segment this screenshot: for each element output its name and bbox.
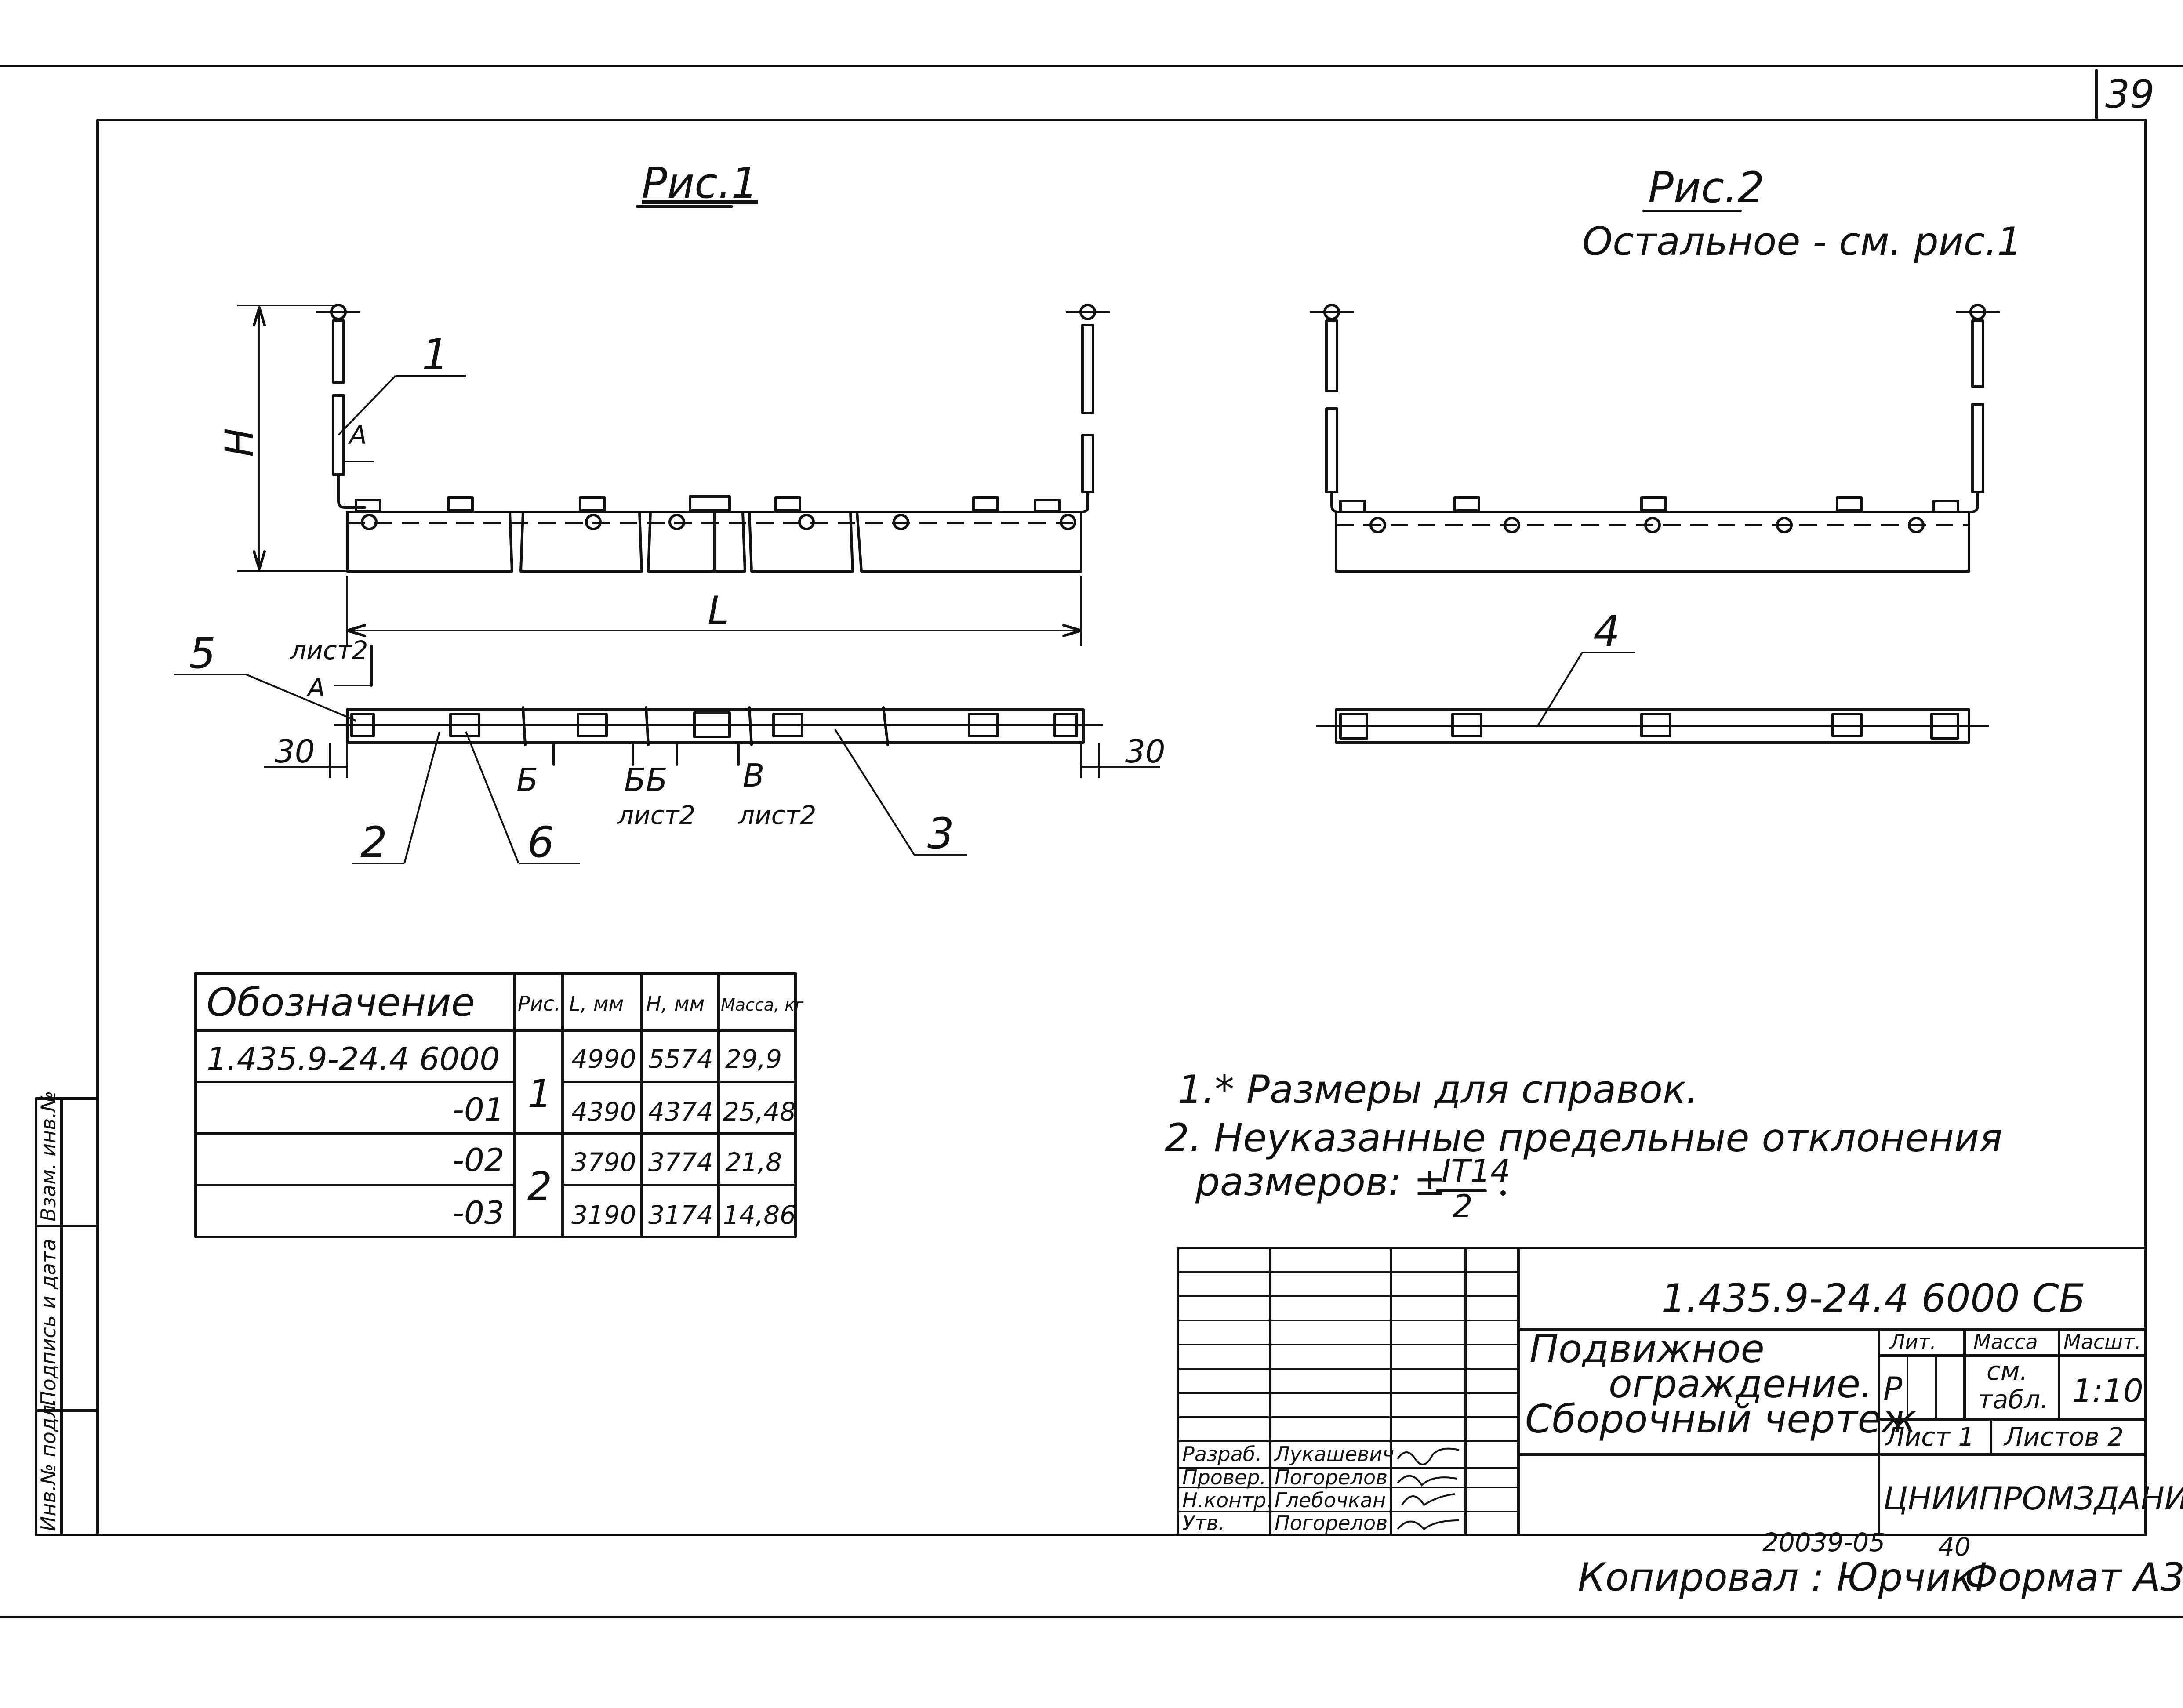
- row1-l: 4990: [571, 1044, 636, 1074]
- role-4: Утв.: [1182, 1511, 1225, 1535]
- row4-designation: -03: [453, 1194, 505, 1231]
- footer-order: 20039-05: [1762, 1527, 1885, 1557]
- side-stamp: Взам. инв.№ Подпись и дата Инв.№ подл.: [35, 1091, 99, 1536]
- row1-fig: 1: [527, 1071, 552, 1117]
- note-2: 2. Неуказанные предельные отклонения: [1165, 1115, 2002, 1160]
- spec-table: Обозначение Рис. L, мм H, мм Масса, кг 1…: [194, 972, 804, 1238]
- callout-5: 5: [189, 629, 216, 678]
- callout-6: 6: [527, 818, 554, 867]
- callout-3: 3: [927, 809, 954, 858]
- note-1: 1.* Размеры для справок.: [1178, 1067, 1698, 1112]
- dim-30-right: 30: [1125, 733, 1166, 770]
- section-b-label: Б: [516, 762, 538, 798]
- th-fig: Рис.: [518, 992, 561, 1015]
- notes: 1.* Размеры для справок. 2. Неуказанные …: [1165, 1067, 2002, 1225]
- fig1-dim-l: L: [708, 588, 729, 633]
- row2-h: 4374: [648, 1097, 713, 1127]
- fig2-title: Рис.2: [1648, 163, 1765, 212]
- mass-value-2: табл.: [1978, 1385, 2049, 1414]
- row2-designation: -01: [453, 1091, 505, 1128]
- view-a-sheet: лист2: [290, 635, 368, 665]
- fig2-subtitle: Остальное - см. рис.1: [1582, 219, 2022, 264]
- name-2: Погорелов: [1275, 1465, 1388, 1489]
- note-3: размеров: ±: [1195, 1159, 1446, 1204]
- row4-h: 3174: [648, 1200, 713, 1230]
- side-stamp-label-3: Инв.№ подл.: [36, 1398, 60, 1531]
- name-4: Погорелов: [1275, 1511, 1388, 1535]
- row3-l: 3790: [571, 1147, 636, 1177]
- lit-label: Лит.: [1889, 1330, 1936, 1354]
- note-fraction-num: IT14: [1442, 1153, 1511, 1189]
- th-designation: Обозначение: [207, 980, 475, 1025]
- section-b-sheet: лист2: [617, 800, 695, 830]
- footer-copied: Копировал : Юрчик: [1578, 1555, 1974, 1600]
- row1-designation: 1.435.9-24.4 6000: [207, 1041, 500, 1077]
- callout-2: 2: [360, 818, 387, 867]
- footer-num: 40: [1938, 1532, 1971, 1562]
- scale-value: 1:10: [2072, 1372, 2143, 1409]
- th-l: L, мм: [569, 992, 624, 1015]
- role-3: Н.контр.: [1182, 1488, 1273, 1512]
- th-mass: Масса, кг: [721, 995, 804, 1015]
- row4-mass: 14,86: [723, 1200, 796, 1230]
- drawing-frame: [96, 119, 2147, 1536]
- doc-name-2: ограждение.: [1609, 1361, 1873, 1407]
- dim-30-left: 30: [275, 733, 315, 770]
- row3-designation: -02: [453, 1142, 505, 1179]
- title-block: Разраб. Лукашевич Провер. Погорелов Н.ко…: [1177, 1247, 2183, 1536]
- callout-4: 4: [1593, 607, 1620, 656]
- figure-2: Рис.2 Остальное - см. рис.1: [1310, 163, 2022, 744]
- side-stamp-label-1: Взам. инв.№: [36, 1091, 60, 1222]
- row4-l: 3190: [571, 1200, 636, 1230]
- mass-label: Масса: [1973, 1330, 2038, 1354]
- fig1-title: Рис.1: [642, 159, 758, 208]
- row1-h: 5574: [648, 1044, 713, 1074]
- row2-l: 4390: [571, 1097, 636, 1127]
- scale-label: Масшт.: [2063, 1330, 2141, 1354]
- section-v-label: В: [743, 757, 764, 794]
- row1-mass: 29,9: [725, 1044, 782, 1074]
- th-h: H, мм: [646, 992, 705, 1015]
- section-v-sheet: лист2: [738, 800, 816, 830]
- row2-mass: 25,48: [723, 1097, 796, 1127]
- callout-1: 1: [422, 330, 449, 379]
- row3-fig: 2: [527, 1164, 552, 1209]
- organization: ЦНИИПРОМЗДАНИЙ: [1883, 1480, 2183, 1517]
- figure-1: Рис.1: [174, 159, 1166, 867]
- footer-format: Формат А3: [1965, 1555, 2183, 1600]
- row3-h: 3774: [648, 1147, 713, 1177]
- sheets-label: Листов 2: [2003, 1422, 2124, 1452]
- sheet-number: 39: [2105, 72, 2154, 117]
- view-a-label-top: А: [348, 420, 367, 450]
- doc-code: 1.435.9-24.4 6000 СБ: [1661, 1276, 2085, 1321]
- role-2: Провер.: [1182, 1465, 1266, 1489]
- mass-value-1: см.: [1987, 1356, 2028, 1386]
- note-fraction-den: 2: [1453, 1188, 1473, 1225]
- section-bb-label: ББ: [624, 762, 668, 798]
- name-1: Лукашевич: [1274, 1442, 1394, 1466]
- lit-value: Р: [1883, 1370, 1903, 1407]
- doc-name-3: Сборочный чертеж: [1525, 1396, 1916, 1442]
- row3-mass: 21,8: [725, 1147, 782, 1177]
- role-1: Разраб.: [1182, 1442, 1262, 1466]
- side-stamp-label-2: Подпись и дата: [36, 1239, 60, 1406]
- name-3: Глебочкан: [1275, 1488, 1386, 1512]
- view-a-label: А: [306, 673, 325, 703]
- footer: 20039-05 40 Копировал : Юрчик Формат А3: [1578, 1527, 2183, 1600]
- fig1-dim-h: H: [217, 428, 262, 457]
- sheet-label: Лист 1: [1885, 1422, 1974, 1452]
- doc-name-1: Подвижное: [1529, 1326, 1765, 1371]
